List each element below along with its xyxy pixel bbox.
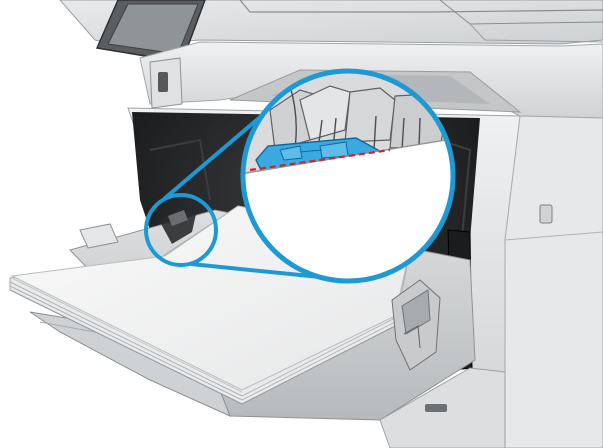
zoom-callout [240,68,456,284]
zoom-source-circle [144,193,218,267]
printer-top [59,0,603,63]
control-panel [95,0,206,63]
paper-guide-icon [391,279,441,371]
max-fill-line-icon [249,148,391,172]
